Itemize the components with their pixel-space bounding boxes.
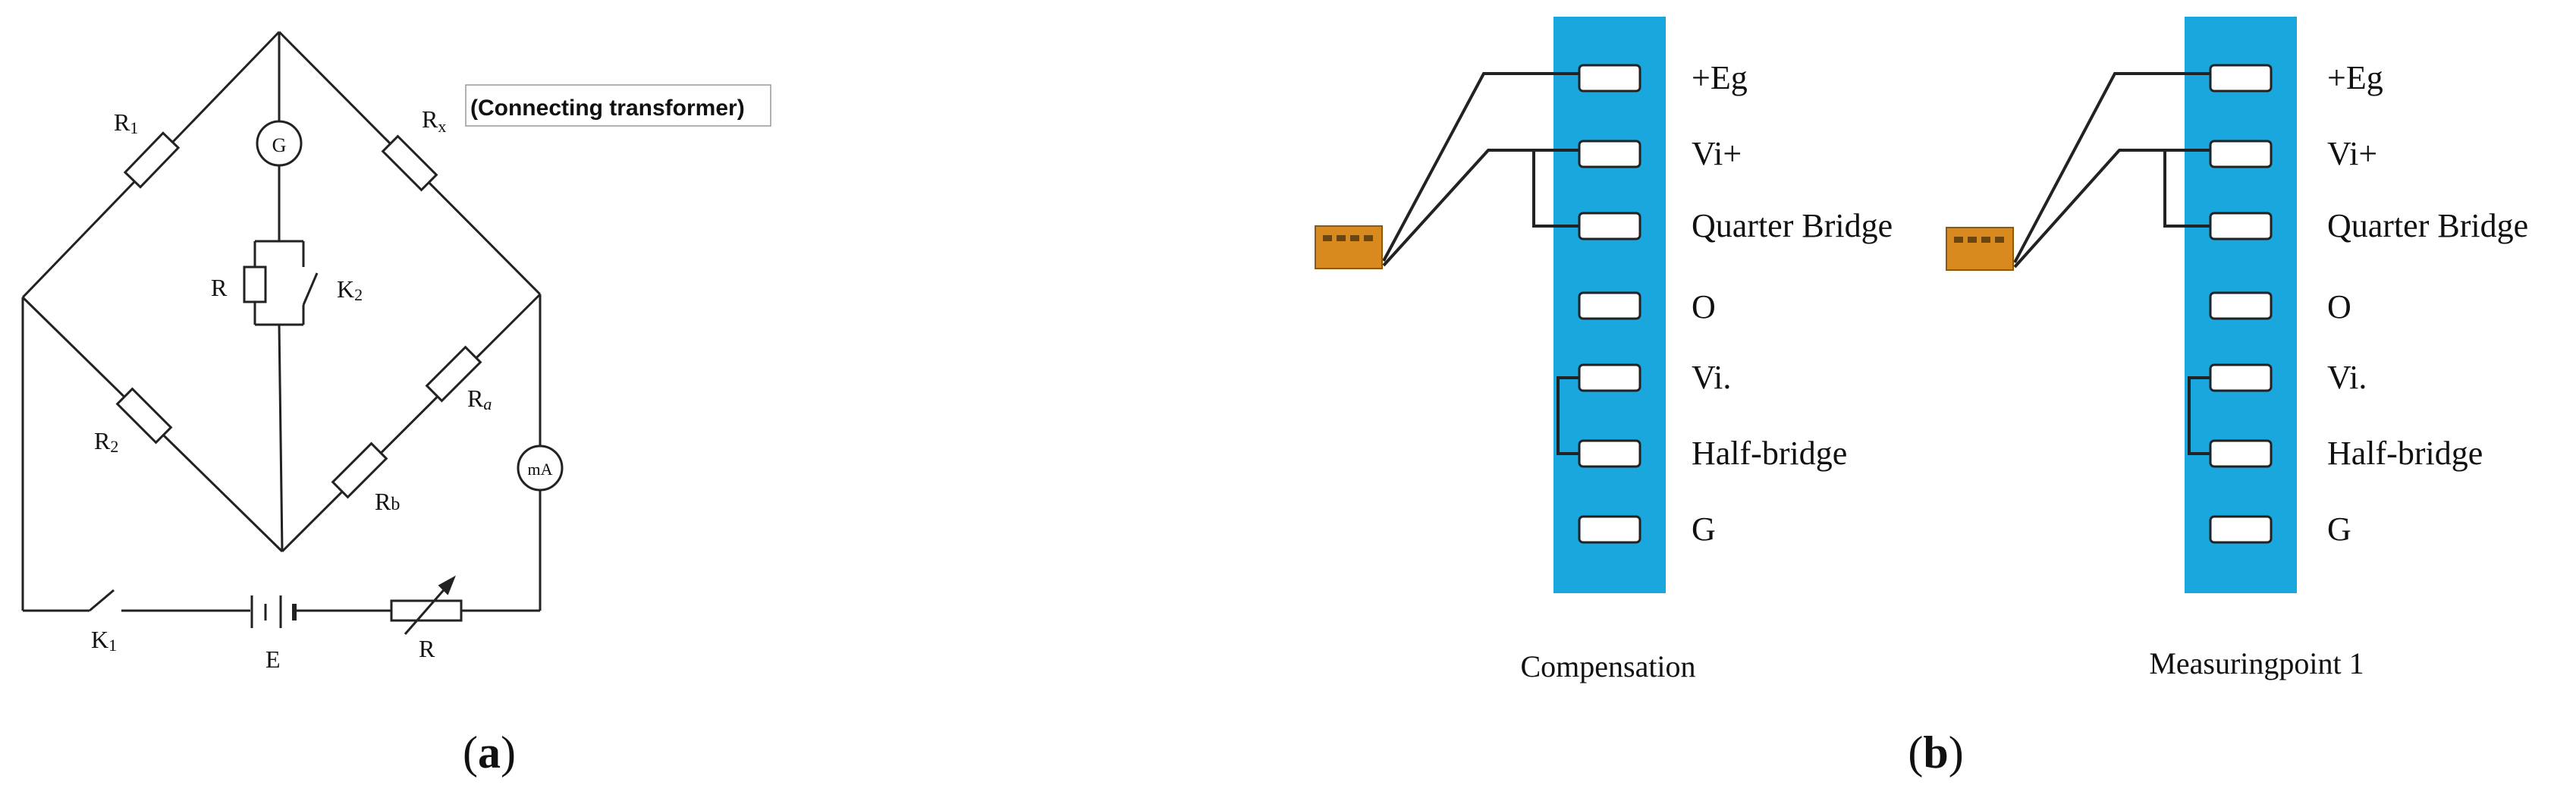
terminal-label-left-2: Quarter Bridge xyxy=(1692,207,1893,244)
terminal-label-left-4: Vi. xyxy=(1692,359,1731,396)
variable-arrow xyxy=(404,575,456,635)
label-ma: mA xyxy=(528,460,553,479)
switch-k2 xyxy=(302,272,319,306)
terminal-label-left-1: Vi+ xyxy=(1692,135,1742,172)
terminal-label-right-6: G xyxy=(2327,511,2351,548)
lead-eg-right xyxy=(2013,72,2210,263)
resistors xyxy=(115,131,482,622)
terminal-slot-right-3 xyxy=(2209,291,2273,320)
terminal-slot-left-3 xyxy=(1578,291,1641,320)
resistor-rx xyxy=(381,134,438,192)
label-r2: R2 xyxy=(94,427,118,456)
resistor-r-mid xyxy=(243,265,267,303)
gauge-grid-left-2 xyxy=(1350,235,1359,241)
resistor-ra xyxy=(425,345,482,403)
label-transformer: (Connecting transformer) xyxy=(470,96,745,121)
transformer-box xyxy=(465,84,771,127)
panel-a-labels: R1 Rx (Connecting transformer) G R K2 R2… xyxy=(91,96,745,673)
terminal-slot-left-2 xyxy=(1578,212,1641,240)
terminal-slot-left-1 xyxy=(1578,140,1641,168)
terminal-slot-right-1 xyxy=(2209,140,2273,168)
terminal-slot-right-2 xyxy=(2209,212,2273,240)
terminal-label-left-5: Half-bridge xyxy=(1692,435,1847,472)
label-ra: Ra xyxy=(467,385,492,413)
terminal-slot-right-4 xyxy=(2209,363,2273,392)
terminal-slot-left-6 xyxy=(1578,515,1641,544)
jumper-half-right xyxy=(2188,376,2210,455)
label-rb: Rb xyxy=(375,488,400,515)
lead-vi-left xyxy=(1382,149,1579,267)
terminal-label-right-3: O xyxy=(2327,288,2351,325)
milliammeter xyxy=(517,445,564,492)
resistor-r1 xyxy=(123,131,181,189)
gauge-grid-right-0 xyxy=(1954,237,1963,243)
terminal-slot-left-4 xyxy=(1578,363,1641,392)
terminal-label-right-2: Quarter Bridge xyxy=(2327,207,2528,244)
terminal-slot-right-0 xyxy=(2209,64,2273,93)
meters xyxy=(256,120,564,492)
resistor-rb xyxy=(331,441,388,499)
label-rx: Rx xyxy=(422,105,446,136)
terminal-label-left-0: +Eg xyxy=(1692,59,1748,96)
wire-bottom-right xyxy=(281,293,542,553)
terminal-slot-left-5 xyxy=(1578,439,1641,468)
terminal-label-right-4: Vi. xyxy=(2327,359,2367,396)
terminal-slot-left-0 xyxy=(1578,64,1641,93)
terminal-label-right-5: Half-bridge xyxy=(2327,435,2483,472)
lead-eg-left xyxy=(1382,72,1579,262)
gauge-grid-right-1 xyxy=(1968,237,1977,243)
jumper-quarter-right xyxy=(2163,150,2210,228)
switch-k1 xyxy=(89,589,115,612)
gauge-grid-left-1 xyxy=(1337,235,1346,241)
title-compensation: Compensation xyxy=(1520,649,1695,683)
title-measuring-point: Measuringpoint 1 xyxy=(2149,646,2364,680)
label-r1: R1 xyxy=(114,108,138,137)
gauge-grid-left-0 xyxy=(1323,235,1332,241)
label-e: E xyxy=(265,646,281,673)
jumper-half-left xyxy=(1557,376,1579,455)
label-r-mid: R xyxy=(211,274,228,301)
gauge-grid-left-3 xyxy=(1364,235,1373,241)
label-k2: K2 xyxy=(337,275,363,304)
gauge-grid-right-3 xyxy=(1995,237,2004,243)
terminal-slot-right-6 xyxy=(2209,515,2273,544)
gauge-grid-right-2 xyxy=(1981,237,1990,243)
caption-a: (a) xyxy=(463,727,516,778)
terminal-slot-right-5 xyxy=(2209,439,2273,468)
lead-vi-right xyxy=(2013,149,2210,269)
strain-gauge-left xyxy=(1315,225,1383,269)
terminal-label-left-6: G xyxy=(1692,511,1716,548)
caption-b: (b) xyxy=(1908,727,1963,778)
terminal-label-right-1: Vi+ xyxy=(2327,135,2377,172)
terminal-label-right-0: +Eg xyxy=(2327,59,2383,96)
label-k1: K1 xyxy=(91,626,117,655)
galvanometer xyxy=(256,120,303,167)
label-g: G xyxy=(272,134,287,156)
terminal-label-left-3: O xyxy=(1692,288,1716,325)
resistor-r2 xyxy=(115,387,173,445)
wire-mid-lower xyxy=(278,324,284,552)
jumper-quarter-left xyxy=(1532,150,1579,228)
strain-gauge-right xyxy=(1946,227,2014,271)
label-r-bottom: R xyxy=(419,635,435,662)
panel-a-circuit xyxy=(21,30,542,628)
